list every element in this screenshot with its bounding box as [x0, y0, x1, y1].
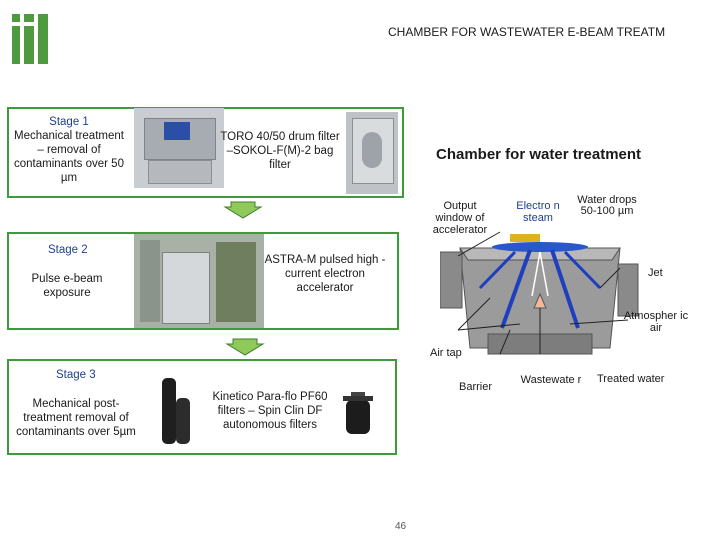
- sokol-bag-filter-image: [346, 112, 398, 194]
- page-title: CHAMBER FOR WASTEWATER E-BEAM TREATM: [388, 25, 666, 39]
- astra-m-accelerator-image: [134, 234, 264, 328]
- stage2-box: [7, 232, 399, 330]
- spin-clin-filter-image: [343, 392, 373, 436]
- air-tap-label: Air tap: [430, 347, 462, 359]
- stage1-description: Mechanical treatment – removal of contam…: [14, 130, 124, 184]
- kinetico-filter-image: [158, 376, 192, 448]
- wastewater-label: Wastewate r: [520, 374, 582, 386]
- water-drops-label: Water drops 50-100 µm: [577, 194, 637, 217]
- barrier-label: Barrier: [459, 381, 493, 393]
- arrow-down-icon: [225, 338, 265, 356]
- arrow-down-icon: [223, 201, 263, 219]
- company-logo: [12, 14, 48, 64]
- output-window-label: Output window of accelerator: [432, 200, 488, 236]
- toro-drum-filter-image: [134, 108, 224, 188]
- treated-water-label: Treated water: [597, 373, 665, 385]
- electron-steam-label: Electro n steam: [516, 200, 560, 224]
- stage3-description: Mechanical post-treatment removal of con…: [16, 398, 136, 438]
- stage3-equipment: Kinetico Para-flo PF60 filters – Spin Cl…: [212, 391, 328, 431]
- stage2-equipment: ASTRA-M pulsed high -current electron ac…: [264, 254, 386, 294]
- stage3-title: Stage 3: [56, 369, 96, 381]
- jet-label: Jet: [648, 267, 663, 279]
- chamber-title: Chamber for water treatment: [436, 146, 642, 163]
- stage2-title: Stage 2: [48, 244, 88, 256]
- atmospheric-air-label: Atmospher ic air: [623, 310, 689, 334]
- stage1-equipment: TORO 40/50 drum filter –SOKOL-F(M)-2 bag…: [220, 131, 340, 171]
- stage1-title: Stage 1: [49, 116, 89, 128]
- stage3-box: [7, 359, 397, 455]
- chamber-diagram: [440, 231, 639, 355]
- page-number: 46: [395, 521, 407, 532]
- stage2-description: Pulse e-beam exposure: [31, 273, 103, 299]
